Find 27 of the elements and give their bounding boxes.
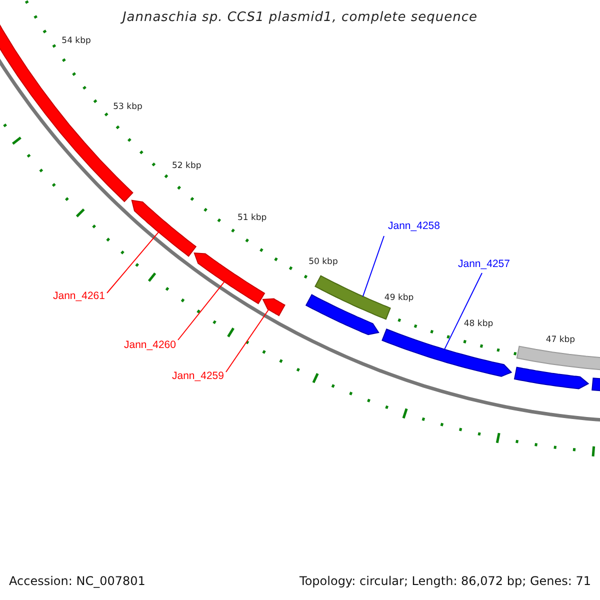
summary-text: Topology: circular; Length: 86,072 bp; Genes: 71 bbox=[300, 574, 591, 588]
leader-line bbox=[444, 272, 482, 350]
scale-label: 50 kbp bbox=[308, 257, 338, 268]
scale-label: 52 kbp bbox=[172, 161, 202, 172]
leader-line bbox=[178, 281, 225, 340]
gene-label: Jann_4260 bbox=[124, 339, 176, 352]
gene-segment bbox=[382, 328, 512, 377]
gene-label: Jann_4258 bbox=[388, 220, 440, 233]
leader-line bbox=[106, 232, 160, 294]
gene-label: Jann_4259 bbox=[172, 370, 224, 383]
scale-label: 49 kbp bbox=[384, 292, 414, 303]
gene-segment bbox=[194, 252, 266, 304]
gene-label: Jann_4261 bbox=[53, 290, 105, 303]
title: Jannaschia sp. CCS1 plasmid1, complete sequence bbox=[120, 10, 479, 26]
scale-label: 48 kbp bbox=[464, 318, 494, 329]
scale-label: 51 kbp bbox=[237, 213, 267, 224]
gene-segment bbox=[262, 298, 286, 316]
accession-text: Accession: NC_007801 bbox=[9, 574, 146, 588]
scale-label: 47 kbp bbox=[546, 335, 576, 346]
leader-line bbox=[226, 309, 270, 372]
gene-segment bbox=[305, 294, 380, 336]
scale-label: 54 kbp bbox=[62, 36, 91, 46]
scale-label: 53 kbp bbox=[113, 102, 142, 112]
gene-segment bbox=[131, 200, 197, 257]
leader-line bbox=[362, 236, 384, 297]
gene-segment bbox=[514, 366, 590, 390]
gene-label: Jann_4257 bbox=[458, 258, 510, 271]
